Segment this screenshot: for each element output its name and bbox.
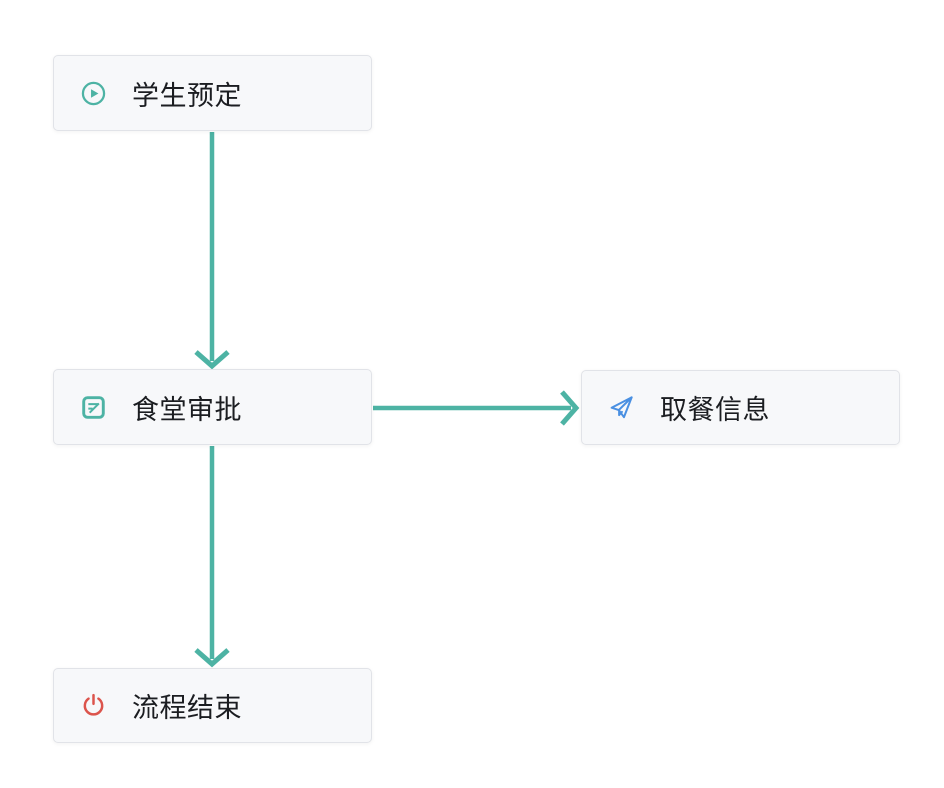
flow-node-canteen-approval[interactable]: 食堂审批 [53, 369, 372, 445]
node-label: 取餐信息 [660, 395, 770, 425]
edge-canteen-approval-to-process-end [194, 446, 230, 668]
flow-node-process-end[interactable]: 流程结束 [53, 668, 372, 743]
power-icon [80, 692, 107, 719]
node-label: 食堂审批 [132, 394, 242, 425]
node-label: 流程结束 [132, 693, 242, 723]
edge-canteen-approval-to-meal-pickup-info [373, 390, 580, 426]
edge-student-booking-to-canteen-approval [194, 132, 230, 370]
flow-node-meal-pickup-info[interactable]: 取餐信息 [581, 370, 900, 445]
flow-node-student-booking[interactable]: 学生预定 [53, 55, 372, 131]
node-label: 学生预定 [132, 80, 242, 111]
form-approval-icon [80, 394, 107, 421]
video-play-icon [80, 80, 107, 107]
paper-plane-icon [608, 394, 635, 421]
